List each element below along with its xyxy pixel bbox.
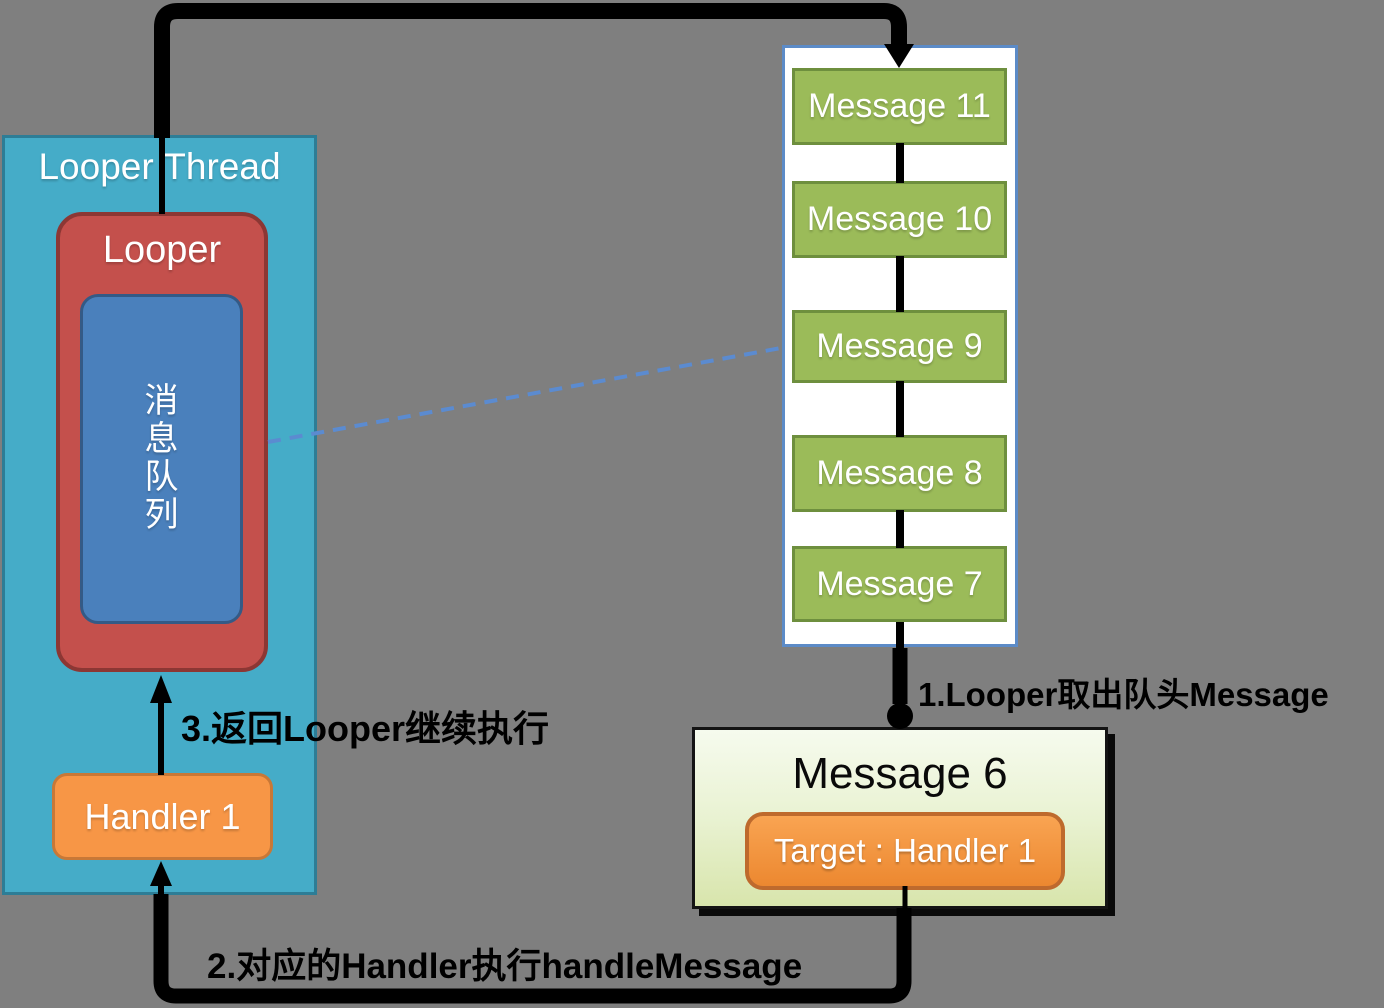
dequeue-endpoint-dot — [887, 703, 913, 729]
step1-label: 1.Looper取出队头Message — [918, 676, 1329, 713]
queue-association-dashed-line — [267, 346, 782, 444]
handler-box: Handler 1 — [52, 773, 273, 860]
message-queue-char: 息 — [144, 421, 179, 458]
looper-thread-title: Looper Thread — [38, 146, 281, 187]
looper-title: Looper — [102, 229, 222, 271]
target-handler-box: Target : Handler 1 — [745, 812, 1065, 890]
message-10-box: Message 10 — [792, 181, 1007, 258]
message-8-box: Message 8 — [792, 435, 1007, 512]
message-queue-char: 消 — [144, 383, 179, 420]
message-queue-char: 队 — [144, 459, 179, 496]
message-queue-char: 列 — [144, 497, 179, 534]
message-9-box: Message 9 — [792, 310, 1007, 383]
step3-label: 3.返回Looper继续执行 — [181, 708, 550, 749]
step2-label: 2.对应的Handler执行handleMessage — [207, 947, 803, 986]
message-6-title: Message 6 — [792, 749, 1008, 798]
message-11-box: Message 11 — [792, 68, 1007, 145]
message-7-box: Message 7 — [792, 546, 1007, 622]
message-queue-box: 消 息 队 列 — [80, 294, 243, 624]
